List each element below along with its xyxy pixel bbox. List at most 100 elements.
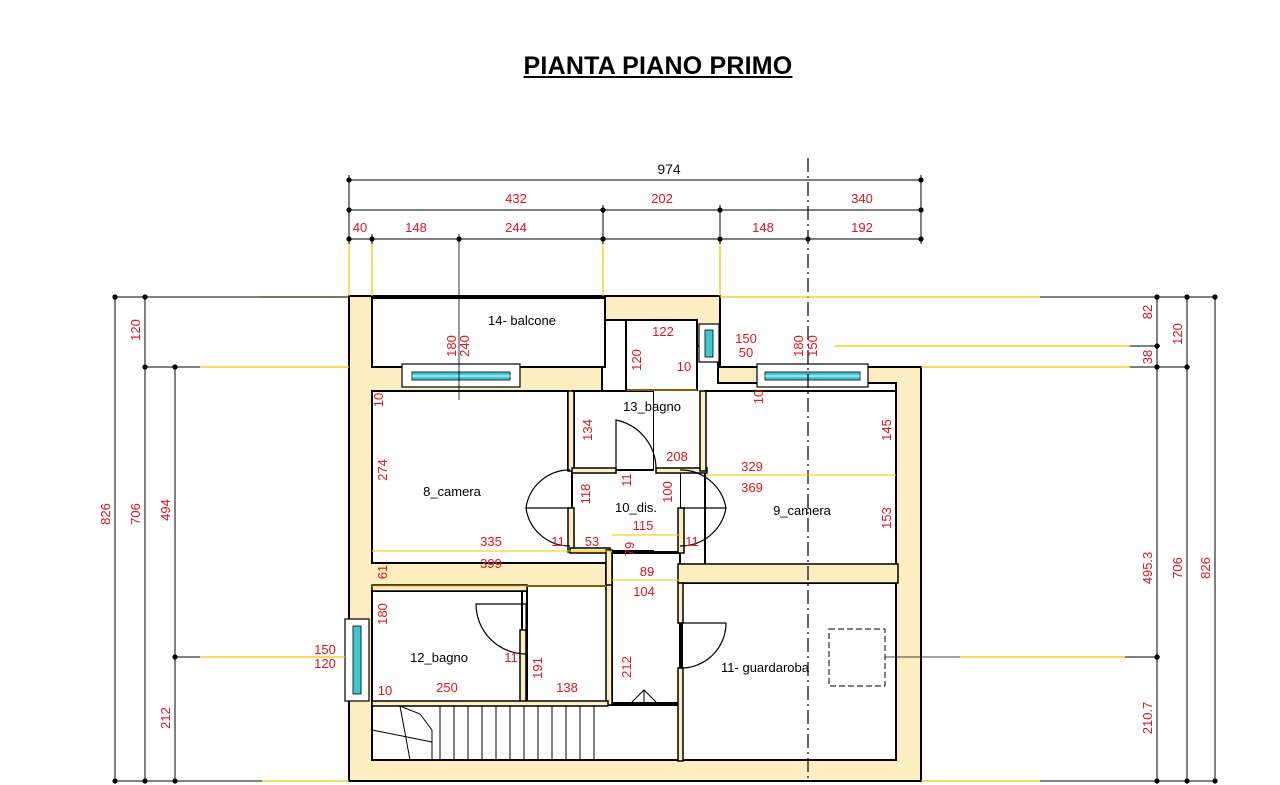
room-camera8: 8_camera xyxy=(423,484,482,499)
dim-191: 191 xyxy=(530,657,545,679)
window-camera9 xyxy=(756,363,869,388)
dim-122: 122 xyxy=(652,324,674,339)
dim-274: 274 xyxy=(375,459,390,481)
wall-bagno12-right xyxy=(519,629,527,705)
dim-340: 340 xyxy=(851,191,873,206)
dim-100: 100 xyxy=(660,481,675,503)
dim-250: 250 xyxy=(436,680,458,695)
wall-dis-left xyxy=(567,390,575,472)
stairs xyxy=(371,689,659,761)
dis-lower xyxy=(611,552,681,704)
dim-lines-left xyxy=(114,296,349,782)
guardaroba-area xyxy=(681,582,897,761)
wall-guardaroba-left xyxy=(677,582,684,624)
dim-120c: 120 xyxy=(314,656,336,671)
room-bagno12: 12_bagno xyxy=(410,650,468,665)
room-dis: 10_dis. xyxy=(615,500,657,515)
dim-overall: 974 xyxy=(657,161,681,177)
dim-79: 79 xyxy=(622,542,637,556)
window-balcone xyxy=(401,363,521,388)
dim-right-495: 495.3 xyxy=(1140,552,1155,585)
door-bagno13 xyxy=(615,419,657,471)
wall-dis-mid xyxy=(605,549,613,591)
extension-lines xyxy=(200,244,1130,782)
dim-11d: 11 xyxy=(504,650,518,665)
dim-148b: 148 xyxy=(752,220,774,235)
wall-guardaroba-left2 xyxy=(677,667,684,762)
wall-corridor-right xyxy=(605,584,613,706)
dim-dots-right xyxy=(1154,294,1218,784)
dim-left-706: 706 xyxy=(128,503,143,525)
dim-208: 208 xyxy=(666,449,688,464)
room-balcone: 14- balcone xyxy=(488,313,556,328)
wall-bagno13-bottom-l xyxy=(571,467,617,474)
dim-right-706: 706 xyxy=(1170,557,1185,579)
dim-10d: 10 xyxy=(378,683,392,698)
dim-244: 244 xyxy=(505,220,527,235)
balcone-area xyxy=(371,297,606,368)
dim-115: 115 xyxy=(633,518,654,533)
wall-stair-top xyxy=(371,700,609,707)
inner-dimensions: 180 240 122 120 150 50 10 180 150 10 10 … xyxy=(314,324,894,698)
room-bagno13: 13_bagno xyxy=(623,399,681,414)
dim-11b: 11 xyxy=(551,534,565,549)
dim-left-494: 494 xyxy=(158,499,173,521)
dim-53: 53 xyxy=(585,534,599,549)
dim-192: 192 xyxy=(851,220,873,235)
stair-arrow xyxy=(629,689,659,705)
dim-11c: 11 xyxy=(685,534,699,549)
dim-right-210: 210.7 xyxy=(1140,702,1155,735)
dim-dots-top xyxy=(346,177,924,242)
dim-180b: 180 xyxy=(791,335,806,357)
dim-150b: 150 xyxy=(805,335,820,357)
page-title: PIANTA PIANO PRIMO xyxy=(523,52,793,80)
dim-150c: 150 xyxy=(314,642,336,657)
dim-40: 40 xyxy=(353,220,367,235)
room-interiors xyxy=(371,297,897,761)
camera9-area xyxy=(704,390,897,566)
dim-335: 335 xyxy=(480,534,502,549)
room-camera9: 9_camera xyxy=(773,503,832,518)
windows xyxy=(344,323,869,702)
dim-left-212: 212 xyxy=(158,707,173,729)
dim-145: 145 xyxy=(879,419,894,441)
door-guardaroba xyxy=(679,622,727,669)
dim-89: 89 xyxy=(640,564,654,579)
window-bagno13 xyxy=(698,323,720,363)
dim-150a: 150 xyxy=(735,331,757,346)
dim-369: 369 xyxy=(741,480,763,495)
room-guardaroba: 11- guardaroba xyxy=(721,660,810,675)
dim-61: 61 xyxy=(375,565,390,579)
dim-180c: 180 xyxy=(375,603,390,625)
dim-50: 50 xyxy=(739,345,753,360)
dim-329: 329 xyxy=(741,459,763,474)
dim-202: 202 xyxy=(651,191,673,206)
dim-11a: 11 xyxy=(619,473,634,487)
bagno12-area xyxy=(371,590,523,704)
dim-138: 138 xyxy=(556,680,578,695)
dim-120b: 120 xyxy=(629,349,644,371)
door-bagno12 xyxy=(475,603,527,655)
dim-right-82: 82 xyxy=(1140,305,1155,319)
dim-134: 134 xyxy=(580,419,595,441)
dim-left-120: 120 xyxy=(128,319,143,341)
wall-camera9-bottom xyxy=(677,563,899,584)
dim-right-38: 38 xyxy=(1140,350,1155,364)
dim-10c: 10 xyxy=(751,390,766,404)
dim-180a: 180 xyxy=(444,335,459,357)
window-bagno12 xyxy=(344,618,370,702)
dim-432: 432 xyxy=(505,191,527,206)
wall-bagno13-right xyxy=(699,390,707,472)
dim-148a: 148 xyxy=(405,220,427,235)
door-camera9 xyxy=(679,469,727,509)
dim-right-826: 826 xyxy=(1198,557,1213,579)
dim-dots-left xyxy=(112,294,178,784)
dim-399: 399 xyxy=(480,556,502,571)
dim-left-826: 826 xyxy=(98,503,113,525)
doors xyxy=(475,419,727,669)
dim-10a: 10 xyxy=(677,359,691,374)
dim-212b: 212 xyxy=(619,656,634,678)
dim-153: 153 xyxy=(879,507,894,529)
dim-lines-right xyxy=(1040,296,1216,782)
